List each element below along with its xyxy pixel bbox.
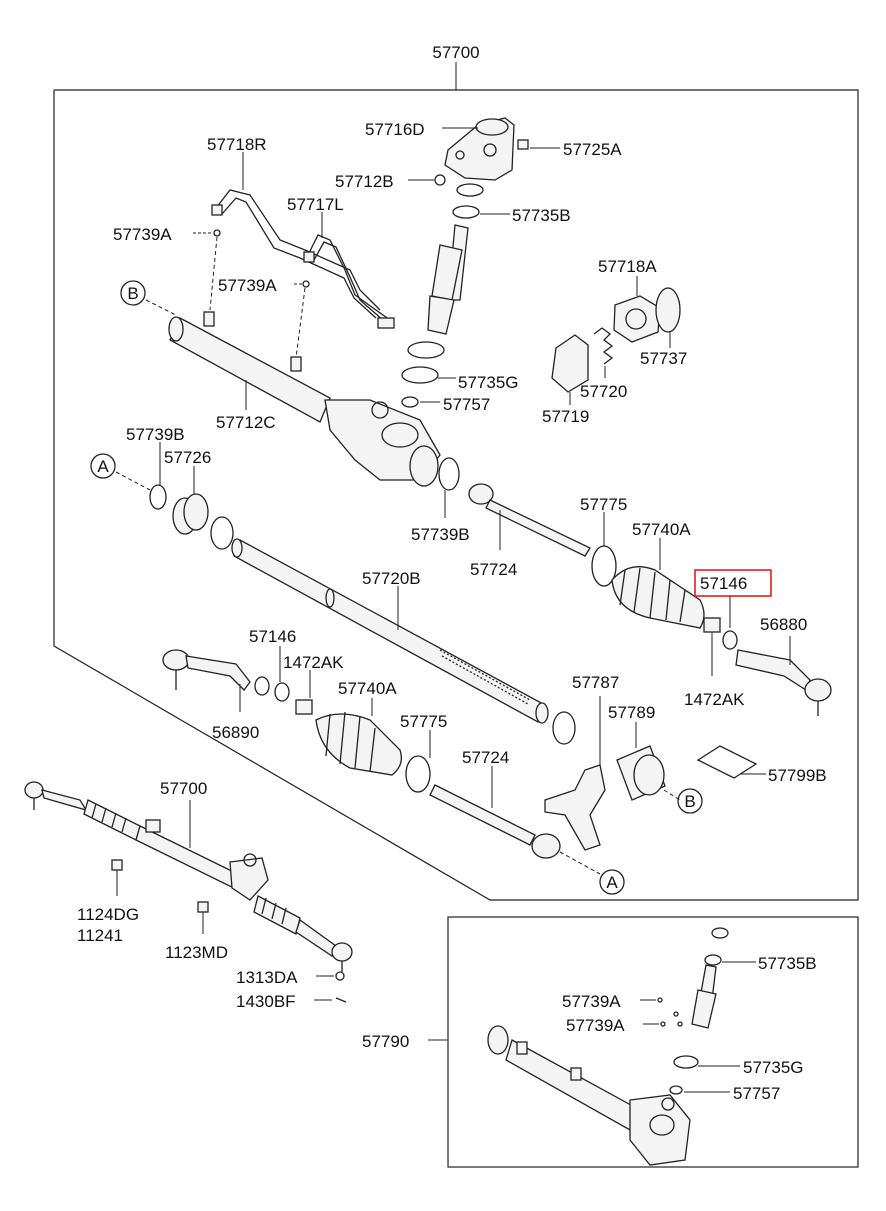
label-card xyxy=(696,745,758,779)
part-label-1430BF[interactable]: 1430BF xyxy=(236,992,296,1011)
part-label-57739A-1[interactable]: 57739A xyxy=(113,225,172,244)
part-label-56890[interactable]: 56890 xyxy=(212,723,259,742)
part-label-57720[interactable]: 57720 xyxy=(580,382,627,401)
part-label-57739A-2[interactable]: 57739A xyxy=(218,276,277,295)
boot-right xyxy=(611,566,705,629)
assembled-gear-view xyxy=(24,781,353,972)
part-label-57716D[interactable]: 57716D xyxy=(365,120,425,139)
callout-a-left-label: A xyxy=(97,457,109,476)
part-label-1124DG[interactable]: 1124DG xyxy=(77,905,139,924)
sub-assembly-frame xyxy=(447,916,859,1168)
highlight-box-57146 xyxy=(694,569,772,597)
part-label-57787[interactable]: 57787 xyxy=(572,673,619,692)
part-label-57799B[interactable]: 57799B xyxy=(768,766,827,785)
bracket-bushing xyxy=(616,745,666,801)
part-label-57700[interactable]: 57700 xyxy=(432,43,479,62)
callout-b-top-label: B xyxy=(127,284,138,303)
part-label-57757[interactable]: 57757 xyxy=(443,395,490,414)
part-label-57775-1[interactable]: 57775 xyxy=(580,495,627,514)
part-label-57718R[interactable]: 57718R xyxy=(207,135,267,154)
part-label-57712C[interactable]: 57712C xyxy=(216,413,276,432)
gear-housing xyxy=(168,311,441,487)
part-label-57735B[interactable]: 57735B xyxy=(512,206,571,225)
hydraulic-pipes xyxy=(211,189,395,329)
callout-b-bottom-label: B xyxy=(684,792,695,811)
mounting-bracket xyxy=(544,764,606,851)
part-label-11241[interactable]: 11241 xyxy=(77,926,123,945)
part-label-57726[interactable]: 57726 xyxy=(164,448,211,467)
part-label-57757-sub[interactable]: 57757 xyxy=(733,1084,780,1103)
valve-body xyxy=(444,117,529,181)
part-label-57719[interactable]: 57719 xyxy=(542,407,589,426)
part-label-1123MD[interactable]: 1123MD xyxy=(165,943,228,962)
sub-assembly-pinion xyxy=(669,927,729,1095)
inner-tie-rod-right xyxy=(468,483,591,557)
part-label-57700-assembled[interactable]: 57700 xyxy=(160,779,207,798)
callout-a-right[interactable] xyxy=(599,869,625,895)
part-label-57146-highlighted[interactable]: 57146 xyxy=(700,574,747,593)
part-label-57712B[interactable]: 57712B xyxy=(335,172,394,191)
adjuster-assembly xyxy=(551,287,681,393)
outer-tie-rod-left xyxy=(162,649,251,691)
part-label-57790[interactable]: 57790 xyxy=(362,1032,409,1051)
callout-b-top[interactable] xyxy=(120,280,146,306)
part-label-57717L[interactable]: 57717L xyxy=(287,195,344,214)
part-label-57737[interactable]: 57737 xyxy=(640,349,687,368)
callout-a-left[interactable] xyxy=(90,453,116,479)
inner-tie-rod-left xyxy=(429,784,561,859)
part-label-57740A-2[interactable]: 57740A xyxy=(338,679,397,698)
part-label-57724-1[interactable]: 57724 xyxy=(470,560,517,579)
callout-b-bottom[interactable] xyxy=(677,788,703,814)
part-label-57725A[interactable]: 57725A xyxy=(563,140,622,159)
part-label-56880[interactable]: 56880 xyxy=(760,615,807,634)
part-label-1313DA[interactable]: 1313DA xyxy=(236,968,298,987)
part-label-57739A-sub-2[interactable]: 57739A xyxy=(566,1016,625,1035)
part-label-57739A-sub-1[interactable]: 57739A xyxy=(562,992,621,1011)
part-label-57735G[interactable]: 57735G xyxy=(458,373,519,392)
part-label-57739B-2[interactable]: 57739B xyxy=(411,525,470,544)
callout-a-right-label: A xyxy=(606,873,618,892)
part-label-57718A[interactable]: 57718A xyxy=(598,257,657,276)
pinion-shaft xyxy=(427,224,469,335)
main-assembly-frame xyxy=(53,89,859,901)
outer-tie-rod-right xyxy=(735,649,832,716)
part-label-57739B-1[interactable]: 57739B xyxy=(126,425,185,444)
part-label-57720B[interactable]: 57720B xyxy=(362,569,421,588)
rack-bar xyxy=(231,538,549,724)
part-label-57735G-sub[interactable]: 57735G xyxy=(743,1058,804,1077)
boot-left xyxy=(315,711,403,776)
part-label-57789[interactable]: 57789 xyxy=(608,703,655,722)
sub-assembly-housing xyxy=(487,1025,691,1166)
part-label-1472AK-2[interactable]: 1472AK xyxy=(283,653,344,672)
bushing-57726 xyxy=(172,493,209,535)
part-label-57146-2[interactable]: 57146 xyxy=(249,627,296,646)
part-label-57775-2[interactable]: 57775 xyxy=(400,712,447,731)
part-label-1472AK-1[interactable]: 1472AK xyxy=(684,690,745,709)
part-label-57724-2[interactable]: 57724 xyxy=(462,748,509,767)
part-label-57735B-sub[interactable]: 57735B xyxy=(758,954,817,973)
part-label-57740A-1[interactable]: 57740A xyxy=(632,520,691,539)
